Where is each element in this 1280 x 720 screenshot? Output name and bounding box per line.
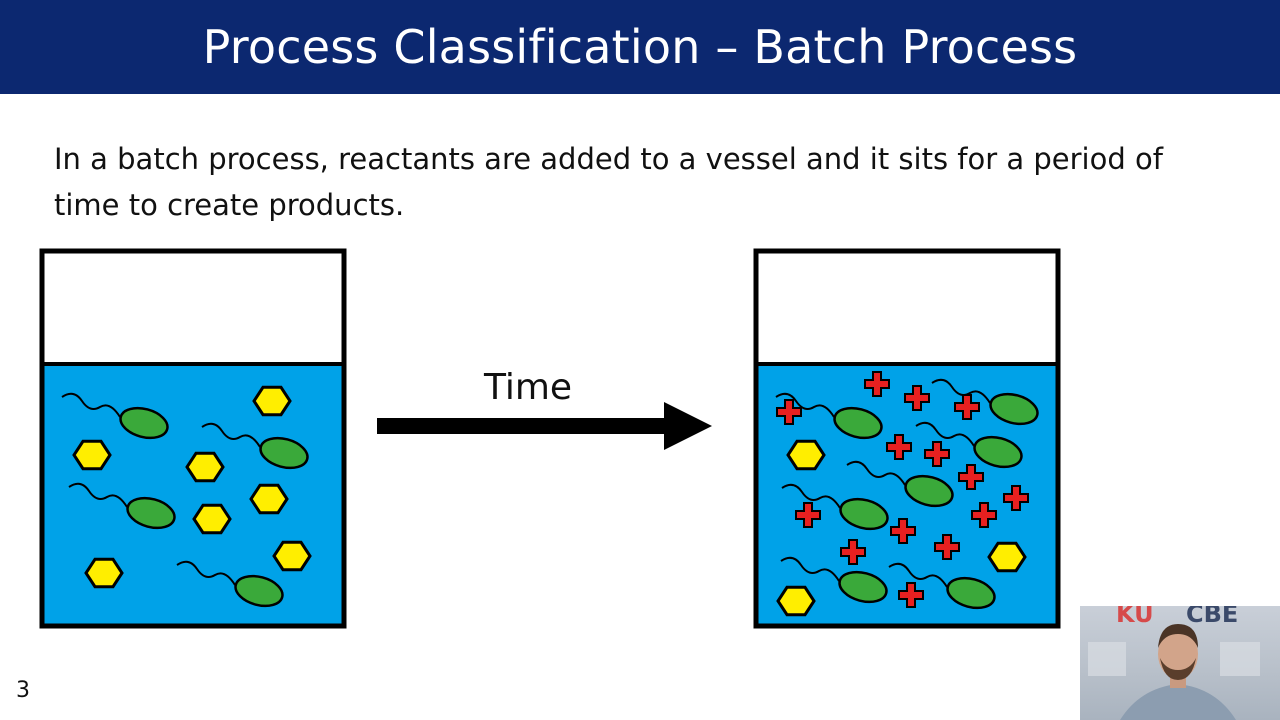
reactant-hexagon-icon xyxy=(249,483,289,515)
arrow-shaft xyxy=(377,418,672,434)
vessel-before-outline xyxy=(39,248,347,629)
vessel-after-outline xyxy=(753,248,1061,629)
product-plus-icon xyxy=(904,385,930,411)
product-plus-icon xyxy=(898,582,924,608)
time-arrow: Time xyxy=(377,367,712,450)
product-plus-icon xyxy=(886,434,912,460)
product-plus-icon xyxy=(795,502,821,528)
arrow-label: Time xyxy=(483,367,572,408)
reactant-hexagon-icon xyxy=(272,540,312,572)
organism-icon xyxy=(68,482,176,530)
reactant-hexagon-icon xyxy=(185,451,225,483)
slide-title: Process Classification – Batch Process xyxy=(202,20,1078,74)
organism-icon xyxy=(781,483,889,531)
organism-icon xyxy=(176,560,284,608)
webcam-wall-panel xyxy=(1088,642,1126,676)
vessel-after xyxy=(753,248,1061,629)
reactant-hexagon-icon xyxy=(786,439,826,471)
vessel-before xyxy=(39,248,347,629)
reactant-hexagon-icon xyxy=(192,503,232,535)
reactant-hexagon-icon xyxy=(987,541,1027,573)
presenter-shirt xyxy=(1120,684,1236,720)
vessel-before-liquid xyxy=(42,364,344,626)
webcam-overlay: KU CBE xyxy=(1080,606,1280,720)
slide-number: 3 xyxy=(16,678,30,703)
webcam-background-letters-left: KU xyxy=(1116,606,1154,628)
presenter-avatar xyxy=(1088,624,1260,720)
product-plus-icon xyxy=(1003,485,1029,511)
webcam-wall-panel xyxy=(1220,642,1260,676)
organism-icon xyxy=(915,421,1023,469)
product-plus-icon xyxy=(954,394,980,420)
organism-icon xyxy=(888,562,996,610)
reactant-hexagon-icon xyxy=(776,585,816,617)
webcam-background-letters-right: CBE xyxy=(1186,606,1239,628)
arrow-head xyxy=(664,402,712,450)
reactant-hexagon-icon xyxy=(72,439,112,471)
vessel-after-contents xyxy=(775,371,1039,617)
presenter-hair xyxy=(1158,624,1198,648)
product-plus-icon xyxy=(934,534,960,560)
presenter-beard xyxy=(1160,658,1196,680)
organism-icon xyxy=(775,392,883,440)
organism-icon xyxy=(931,378,1039,426)
product-plus-icon xyxy=(971,502,997,528)
organism-icon xyxy=(201,422,309,470)
product-plus-icon xyxy=(890,518,916,544)
organism-icon xyxy=(780,556,888,604)
vessel-before-contents xyxy=(61,385,312,608)
product-plus-icon xyxy=(924,441,950,467)
slide-body-text: In a batch process, reactants are added … xyxy=(54,142,1163,222)
presenter-face xyxy=(1158,629,1198,679)
product-plus-icon xyxy=(840,539,866,565)
product-plus-icon xyxy=(864,371,890,397)
product-plus-icon xyxy=(776,399,802,425)
title-bar: Process Classification – Batch Process xyxy=(0,0,1280,94)
reactant-hexagon-icon xyxy=(252,385,292,417)
organism-icon xyxy=(846,460,954,508)
product-plus-icon xyxy=(958,464,984,490)
organism-icon xyxy=(61,392,169,440)
reactant-hexagon-icon xyxy=(84,557,124,589)
